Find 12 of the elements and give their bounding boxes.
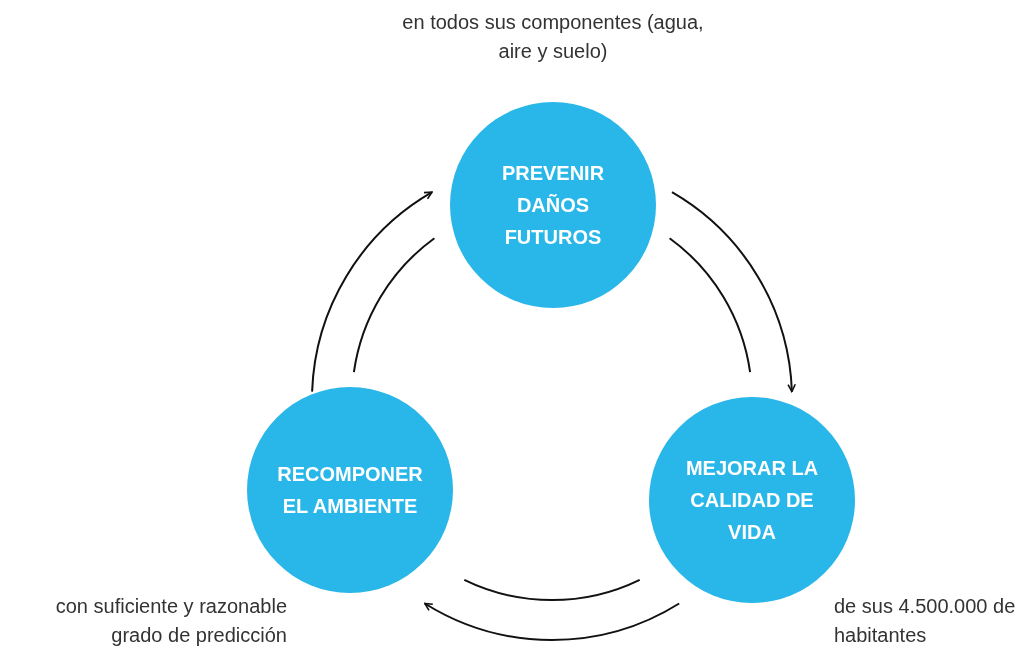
node-label: MEJORAR LA CALIDAD DE VIDA <box>684 456 820 545</box>
curved-arrow <box>311 191 433 393</box>
side-note: en todos sus componentes (agua, aire y suelo) <box>401 10 705 64</box>
curved-arrow <box>423 602 681 641</box>
node-label: PREVENIR DAÑOS FUTUROS <box>500 161 606 250</box>
side-note: de sus 4.500.000 de habitantes <box>834 594 1017 648</box>
curved-arrow <box>671 191 796 393</box>
arc-line <box>463 578 641 601</box>
side-note: con suficiente y razonable grado de predicción <box>54 594 287 648</box>
arc-line <box>668 237 752 374</box>
node-label: RECOMPONER EL AMBIENTE <box>276 462 424 519</box>
arc-line <box>352 237 436 374</box>
